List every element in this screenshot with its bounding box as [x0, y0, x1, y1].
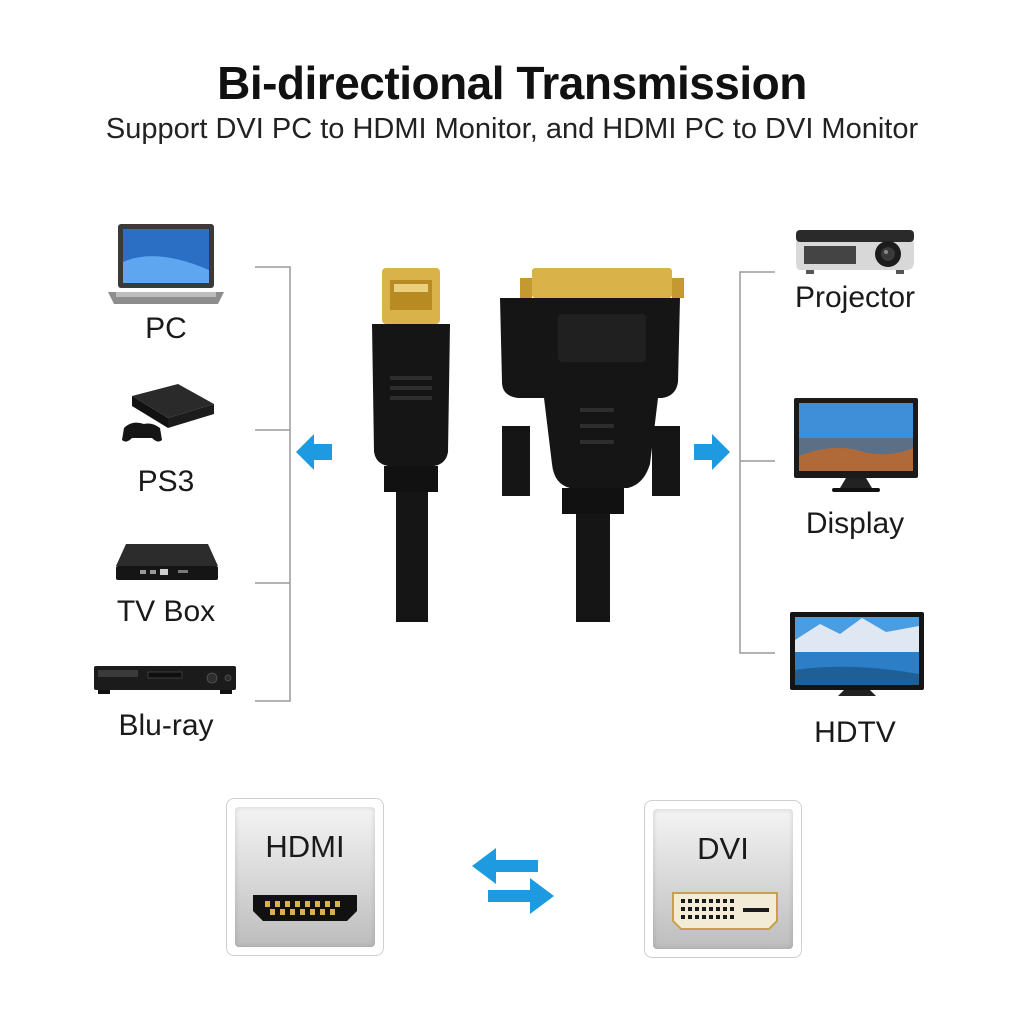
hdmi-plug-icon — [372, 268, 450, 622]
bidirectional-arrows-icon — [472, 848, 554, 914]
hdmi-port-card: HDMI — [226, 798, 384, 956]
tv-box-icon — [116, 544, 218, 580]
laptop-icon — [108, 224, 224, 304]
dvi-plug-icon — [500, 268, 684, 622]
hdmi-dvi-cable-illustration — [372, 268, 684, 622]
dvi-port-card: DVI — [644, 800, 802, 958]
hdtv-icon — [790, 612, 924, 696]
arrow-left-icon — [296, 434, 332, 470]
hdmi-port-icon — [253, 895, 357, 921]
dvi-port-label: DVI — [697, 831, 749, 866]
destination-label-display: Display — [805, 507, 905, 540]
arrow-right-icon — [694, 434, 730, 470]
source-label-ps3: PS3 — [137, 465, 195, 498]
monitor-icon — [794, 398, 918, 492]
destination-label-hdtv: HDTV — [814, 716, 896, 749]
bluray-player-icon — [94, 666, 236, 694]
destination-label-projector: Projector — [794, 281, 916, 314]
source-label-pc: PC — [145, 312, 187, 345]
source-label-bluray: Blu-ray — [118, 709, 214, 742]
projector-icon — [796, 230, 914, 274]
game-console-icon — [122, 384, 214, 442]
source-label-tv-box: TV Box — [116, 595, 216, 628]
page-subtitle: Support DVI PC to HDMI Monitor, and HDMI… — [105, 113, 919, 145]
dvi-port-icon — [672, 892, 778, 930]
page-title: Bi-directional Transmission — [217, 57, 807, 109]
hdmi-port-label: HDMI — [265, 829, 345, 864]
